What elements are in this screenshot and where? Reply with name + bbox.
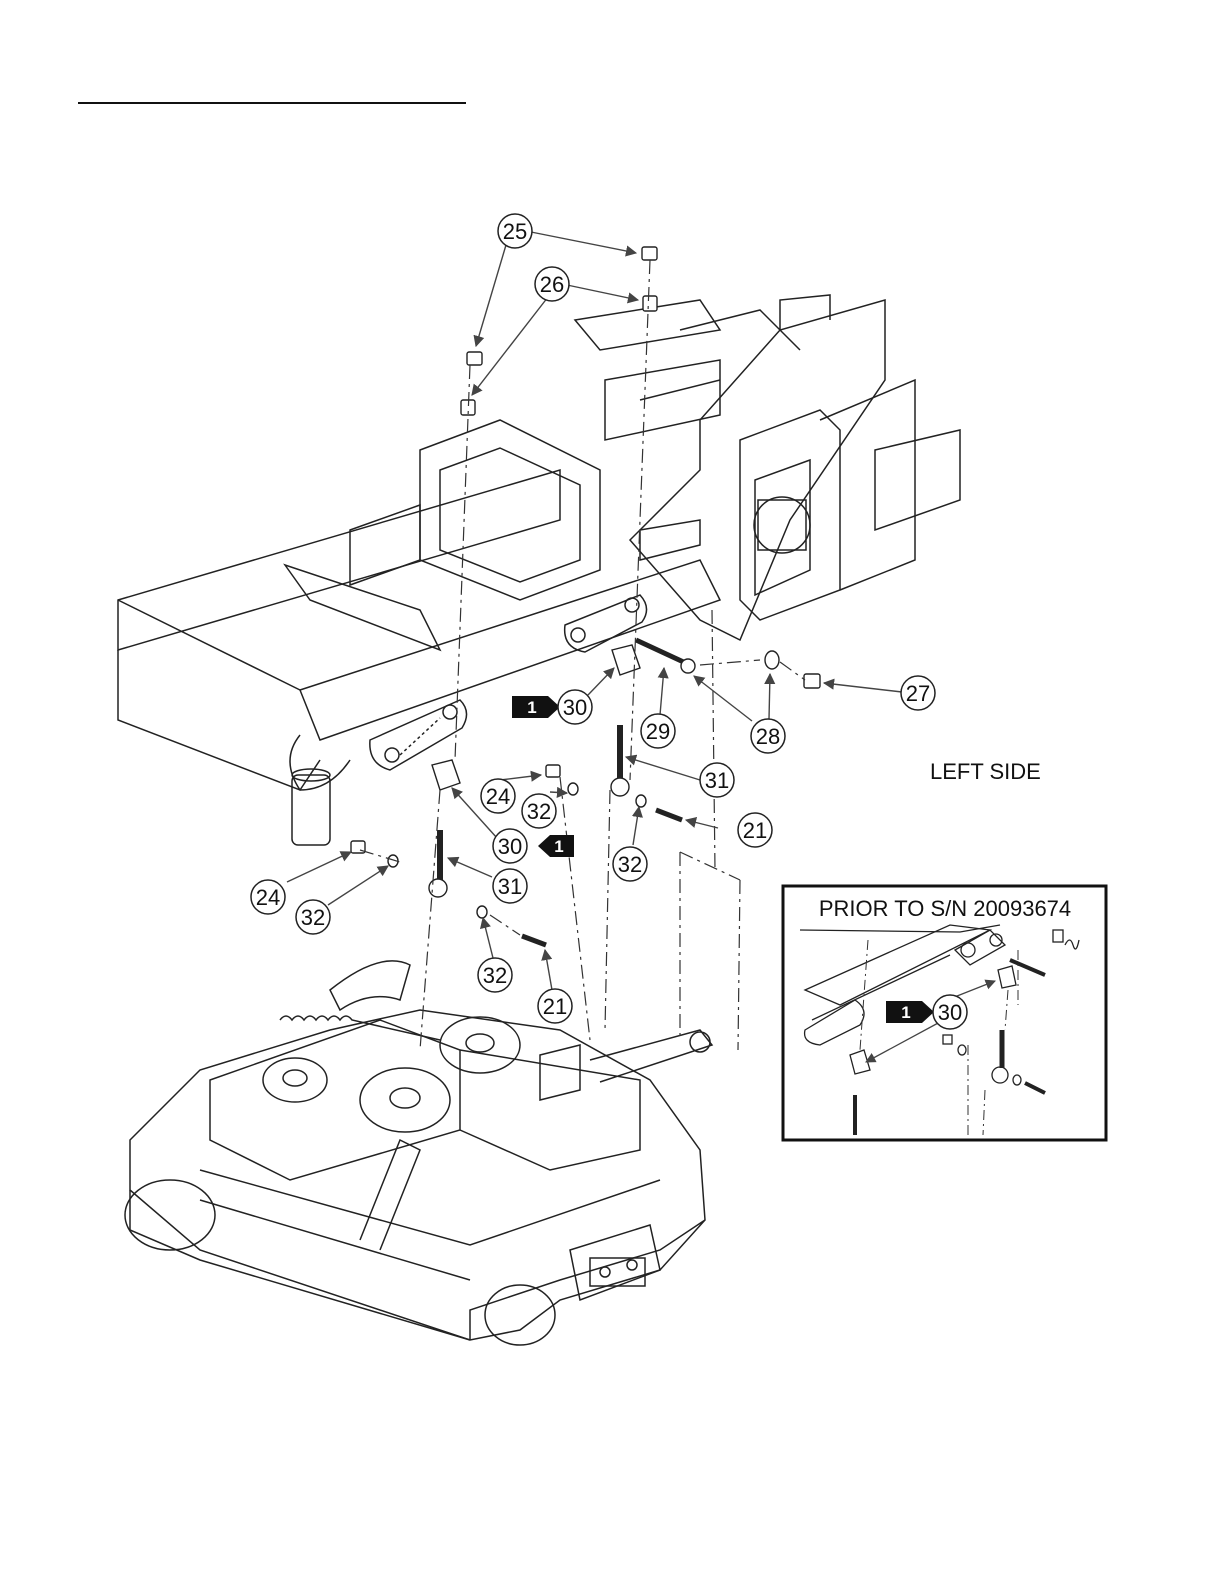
svg-text:31: 31 xyxy=(498,874,522,899)
inset-prior-serial: PRIOR TO S/N 20093674 xyxy=(783,886,1106,1140)
callout-32-lower-b: 32 xyxy=(478,958,512,992)
svg-text:1: 1 xyxy=(527,698,536,717)
callout-21-lower: 21 xyxy=(538,989,572,1023)
callout-32-lower-a: 32 xyxy=(296,900,330,934)
callout-24-upper: 24 xyxy=(481,779,515,813)
leader-lines xyxy=(287,232,902,990)
alignment-lines xyxy=(360,260,805,1050)
side-label: LEFT SIDE xyxy=(930,759,1041,784)
svg-text:30: 30 xyxy=(938,1000,962,1025)
callout-32-upper-a: 32 xyxy=(522,794,556,828)
svg-text:32: 32 xyxy=(483,963,507,988)
callout-32-upper-b: 32 xyxy=(613,847,647,881)
svg-text:26: 26 xyxy=(540,272,564,297)
svg-text:32: 32 xyxy=(527,799,551,824)
tractor-frame xyxy=(118,295,960,845)
mower-deck xyxy=(125,961,712,1345)
callout-30-upper: 1 30 xyxy=(512,690,592,724)
svg-text:24: 24 xyxy=(486,784,510,809)
svg-text:31: 31 xyxy=(705,768,729,793)
svg-text:24: 24 xyxy=(256,885,280,910)
inset-title: PRIOR TO S/N 20093674 xyxy=(819,896,1071,921)
svg-text:32: 32 xyxy=(618,852,642,877)
svg-text:28: 28 xyxy=(756,724,780,749)
callout-24-lower: 24 xyxy=(251,880,285,914)
callout-28: 28 xyxy=(751,719,785,753)
svg-text:30: 30 xyxy=(498,834,522,859)
svg-text:32: 32 xyxy=(301,905,325,930)
svg-text:29: 29 xyxy=(646,719,670,744)
callout-27: 27 xyxy=(901,676,935,710)
svg-text:1: 1 xyxy=(554,837,563,856)
svg-text:21: 21 xyxy=(543,994,567,1019)
svg-text:1: 1 xyxy=(901,1003,910,1022)
callout-26: 26 xyxy=(535,267,569,301)
svg-text:27: 27 xyxy=(906,681,930,706)
callout-30-lower: 30 1 xyxy=(493,829,574,863)
callout-31-upper: 31 xyxy=(700,763,734,797)
callout-21-upper: 21 xyxy=(738,813,772,847)
svg-text:30: 30 xyxy=(563,695,587,720)
callout-31-lower: 31 xyxy=(493,869,527,903)
svg-text:25: 25 xyxy=(503,219,527,244)
callout-25: 25 xyxy=(498,214,532,248)
pivot-link-right xyxy=(565,595,647,652)
callout-29: 29 xyxy=(641,714,675,748)
svg-text:21: 21 xyxy=(743,818,767,843)
